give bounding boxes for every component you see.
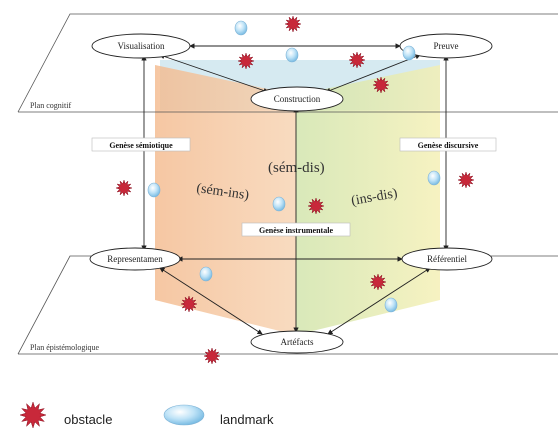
landmark-icon: [285, 47, 299, 63]
landmark-icon: [234, 20, 248, 36]
obstacle-icon: [457, 171, 475, 189]
legend-obstacle-label: obstacle: [64, 412, 112, 427]
landmark-icon: [427, 170, 441, 186]
arrow-representamen-artefacts: [159, 267, 263, 335]
obstacle-icon: [307, 197, 325, 215]
legend: obstacle landmark: [19, 401, 274, 429]
landmark-icon: [163, 404, 205, 426]
svg-text:Representamen: Representamen: [107, 254, 163, 264]
mode-sem-dis: (sém-dis): [268, 160, 325, 176]
legend-landmark-label: landmark: [220, 412, 274, 427]
genese-instrumentale-box: Genèse instrumentale: [241, 222, 351, 237]
mode-sem-ins: (sém-ins): [195, 181, 250, 203]
svg-text:Preuve: Preuve: [434, 41, 459, 51]
obstacle-icon: [237, 52, 255, 70]
landmark-icon: [147, 182, 161, 198]
svg-text:Référentiel: Référentiel: [427, 254, 467, 264]
svg-text:Genèse instrumentale: Genèse instrumentale: [259, 226, 333, 235]
obstacle-icon: [348, 51, 366, 69]
landmarks-group: [147, 20, 441, 313]
svg-text:Genèse discursive: Genèse discursive: [418, 141, 479, 150]
obstacles-group: [115, 15, 475, 365]
obstacle-icon: [372, 76, 390, 94]
node-visualisation: Visualisation: [91, 33, 191, 59]
genese-discursive-box: Genèse discursive: [399, 137, 497, 152]
obstacle-icon: [203, 347, 221, 365]
svg-text:Artéfacts: Artéfacts: [281, 337, 314, 347]
ins-dis-plane: [296, 65, 440, 335]
landmark-legend-shape: [163, 404, 205, 426]
obstacle-icon: [19, 401, 47, 429]
node-preuve: Preuve: [399, 33, 493, 59]
node-referentiel: Référentiel: [401, 247, 493, 271]
svg-text:Visualisation: Visualisation: [118, 41, 165, 51]
obstacle-icon: [115, 179, 133, 197]
arrow-referentiel-artefacts: [327, 267, 431, 335]
landmark-icon: [384, 297, 398, 313]
obstacle-legend-shape: [19, 401, 47, 429]
obstacle-icon: [284, 15, 302, 33]
svg-text:Genèse sémiotique: Genèse sémiotique: [109, 141, 173, 150]
landmark-icon: [402, 45, 416, 61]
node-artefacts: Artéfacts: [250, 330, 344, 354]
landmark-icon: [272, 196, 286, 212]
sem-ins-plane: [155, 65, 296, 335]
node-representamen: Representamen: [89, 247, 181, 271]
plan-cognitif-outline: [17, 13, 558, 113]
arrow-preuve-construction: [325, 54, 421, 93]
plan-epistemologique-outline: [17, 255, 110, 355]
svg-text:Construction: Construction: [274, 94, 321, 104]
genese-semiotique-box: Genèse sémiotique: [91, 137, 191, 152]
obstacle-icon: [369, 273, 387, 291]
arrow-visualisation-construction: [159, 53, 269, 94]
node-construction: Construction: [250, 86, 344, 112]
landmark-icon: [199, 266, 213, 282]
obstacle-icon: [180, 295, 198, 313]
plan-cognitif-label: Plan cognitif: [30, 101, 71, 110]
plan-epistemologique-label: Plan épistémologique: [30, 343, 100, 352]
